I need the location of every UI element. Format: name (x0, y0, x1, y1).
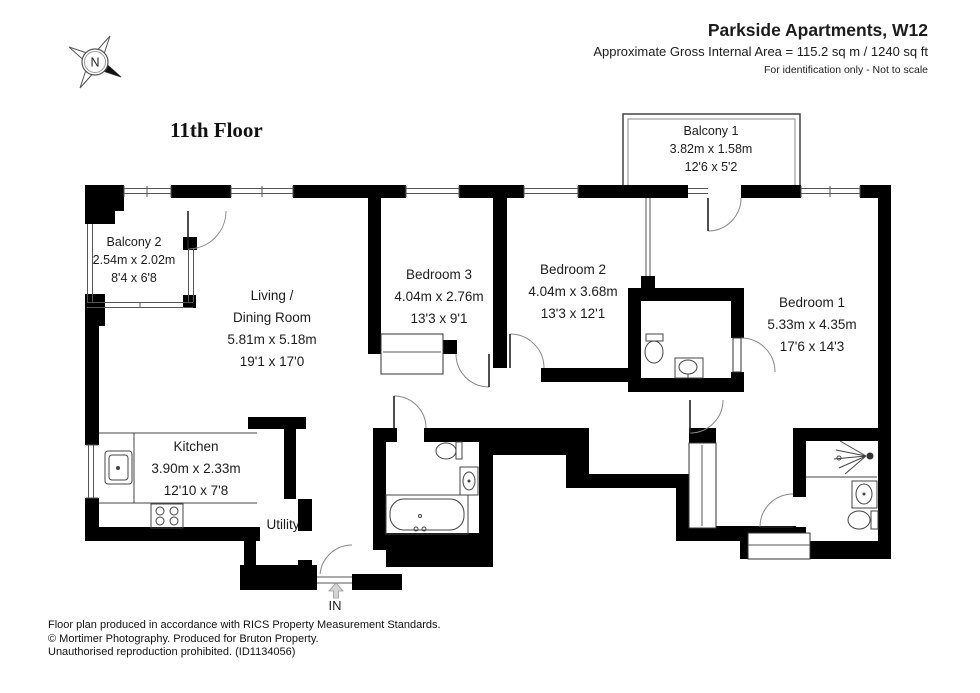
counter-lines (99, 432, 257, 504)
bathroom1-door-arc (393, 395, 427, 429)
bathroom2-fixtures (644, 333, 704, 379)
footer-line-2: © Mortimer Photography. Produced for Bru… (48, 632, 319, 645)
ensuite-door-arc (759, 493, 794, 528)
bathroom2-door-arc (740, 337, 776, 373)
room-label-kitchen: Kitchen 3.90m x 2.33m 12'10 x 7'8 (116, 436, 276, 502)
room-dims-metric: 3.82m x 1.58m (669, 142, 753, 156)
room-dims-imperial: 17'6 x 14'3 (779, 339, 845, 354)
bathtub-icon (385, 494, 469, 535)
room-name: Balcony 1 (683, 124, 739, 138)
room-name: Balcony 2 (106, 235, 162, 249)
ensuite-fixtures (806, 440, 879, 530)
footer-line-3: Unauthorised reproduction prohibited. (I… (48, 646, 296, 658)
room-name: Bedroom 1 (778, 295, 846, 310)
room-name: Utility (266, 517, 300, 532)
room-dims-imperial: 8'4 x 6'8 (111, 271, 157, 285)
room-dims-imperial: 19'1 x 17'0 (239, 354, 305, 369)
room-label-bedroom-1: Bedroom 1 5.33m x 4.35m 17'6 x 14'3 (732, 292, 892, 358)
sink-icon (674, 357, 704, 379)
balcony1-door-arc (707, 197, 742, 232)
sink-icon (851, 480, 878, 509)
room-dims-metric: 5.33m x 4.35m (767, 317, 857, 332)
room-name-line2: Dining Room (232, 310, 312, 325)
compass-north-label: N (90, 56, 99, 70)
kitchen-fixtures (99, 432, 257, 529)
footer: Floor plan produced in accordance with R… (48, 619, 441, 660)
toilet-icon (644, 333, 664, 364)
room-dims-imperial: 13'3 x 12'1 (540, 306, 606, 321)
bedroom2-partition (645, 198, 651, 276)
room-label-balcony-1: Balcony 1 3.82m x 1.58m 12'6 x 5'2 (631, 122, 791, 176)
room-dims-imperial: 12'10 x 7'8 (163, 483, 229, 498)
room-dims-metric: 2.54m x 2.02m (92, 253, 176, 267)
room-dims-imperial: 13'3 x 9'1 (410, 311, 468, 326)
bathroom1-fixtures (385, 441, 479, 535)
room-dims-metric: 5.81m x 5.18m (227, 332, 317, 347)
floor-title: 11th Floor (170, 118, 263, 142)
doors (187, 197, 794, 590)
room-label-living-dining: Living / Dining Room 5.81m x 5.18m 19'1 … (192, 285, 352, 373)
gross-area-text: Approximate Gross Internal Area = 115.2 … (593, 44, 928, 59)
room-name: Bedroom 2 (539, 262, 607, 277)
windows (85, 185, 861, 499)
kitchen-sink-icon (104, 450, 133, 485)
shower-icon (806, 440, 877, 478)
header: Parkside Apartments, W12 Approximate Gro… (593, 20, 928, 76)
balcony-2-outline (87, 224, 194, 308)
bedroom3-door-arc (455, 353, 490, 388)
balcony2-door-arc (187, 210, 227, 250)
room-label-utility: Utility (203, 514, 363, 536)
room-dims-metric: 3.90m x 2.33m (151, 461, 241, 476)
hob-icon (150, 503, 184, 529)
bedroom1-wardrobe (747, 532, 811, 560)
toilet-icon (435, 441, 463, 460)
bedroom2-door-arc (509, 333, 545, 369)
footer-line-1: Floor plan produced in accordance with R… (48, 619, 441, 631)
closets (380, 333, 811, 560)
room-name: Bedroom 3 (405, 267, 473, 282)
toilet-icon (847, 510, 879, 530)
compass-icon: N (68, 35, 122, 89)
disclaimer-text: For identification only - Not to scale (764, 64, 928, 76)
walls (85, 185, 891, 590)
entrance-label: IN (328, 598, 342, 613)
bedroom1-door-arc (689, 399, 724, 434)
room-dims-imperial: 12'6 x 5'2 (684, 160, 738, 174)
closet-lines (383, 351, 810, 546)
entry-door-arc (319, 544, 353, 578)
room-name: Kitchen (173, 439, 219, 454)
room-label-bedroom-2: Bedroom 2 4.04m x 3.68m 13'3 x 12'1 (493, 259, 653, 325)
page-title: Parkside Apartments, W12 (707, 20, 928, 40)
sink-icon (459, 466, 479, 496)
room-label-balcony-2: Balcony 2 2.54m x 2.02m 8'4 x 6'8 (54, 233, 214, 287)
room-name: Living / (250, 288, 294, 303)
room-dims-metric: 4.04m x 2.76m (394, 289, 484, 304)
entry-arrow-icon (328, 582, 344, 599)
balcony-1-outline (622, 113, 801, 185)
room-label-bedroom-3: Bedroom 3 4.04m x 2.76m 13'3 x 9'1 (359, 264, 519, 330)
room-dims-metric: 4.04m x 3.68m (528, 284, 618, 299)
bedroom3-wardrobe (380, 333, 444, 375)
